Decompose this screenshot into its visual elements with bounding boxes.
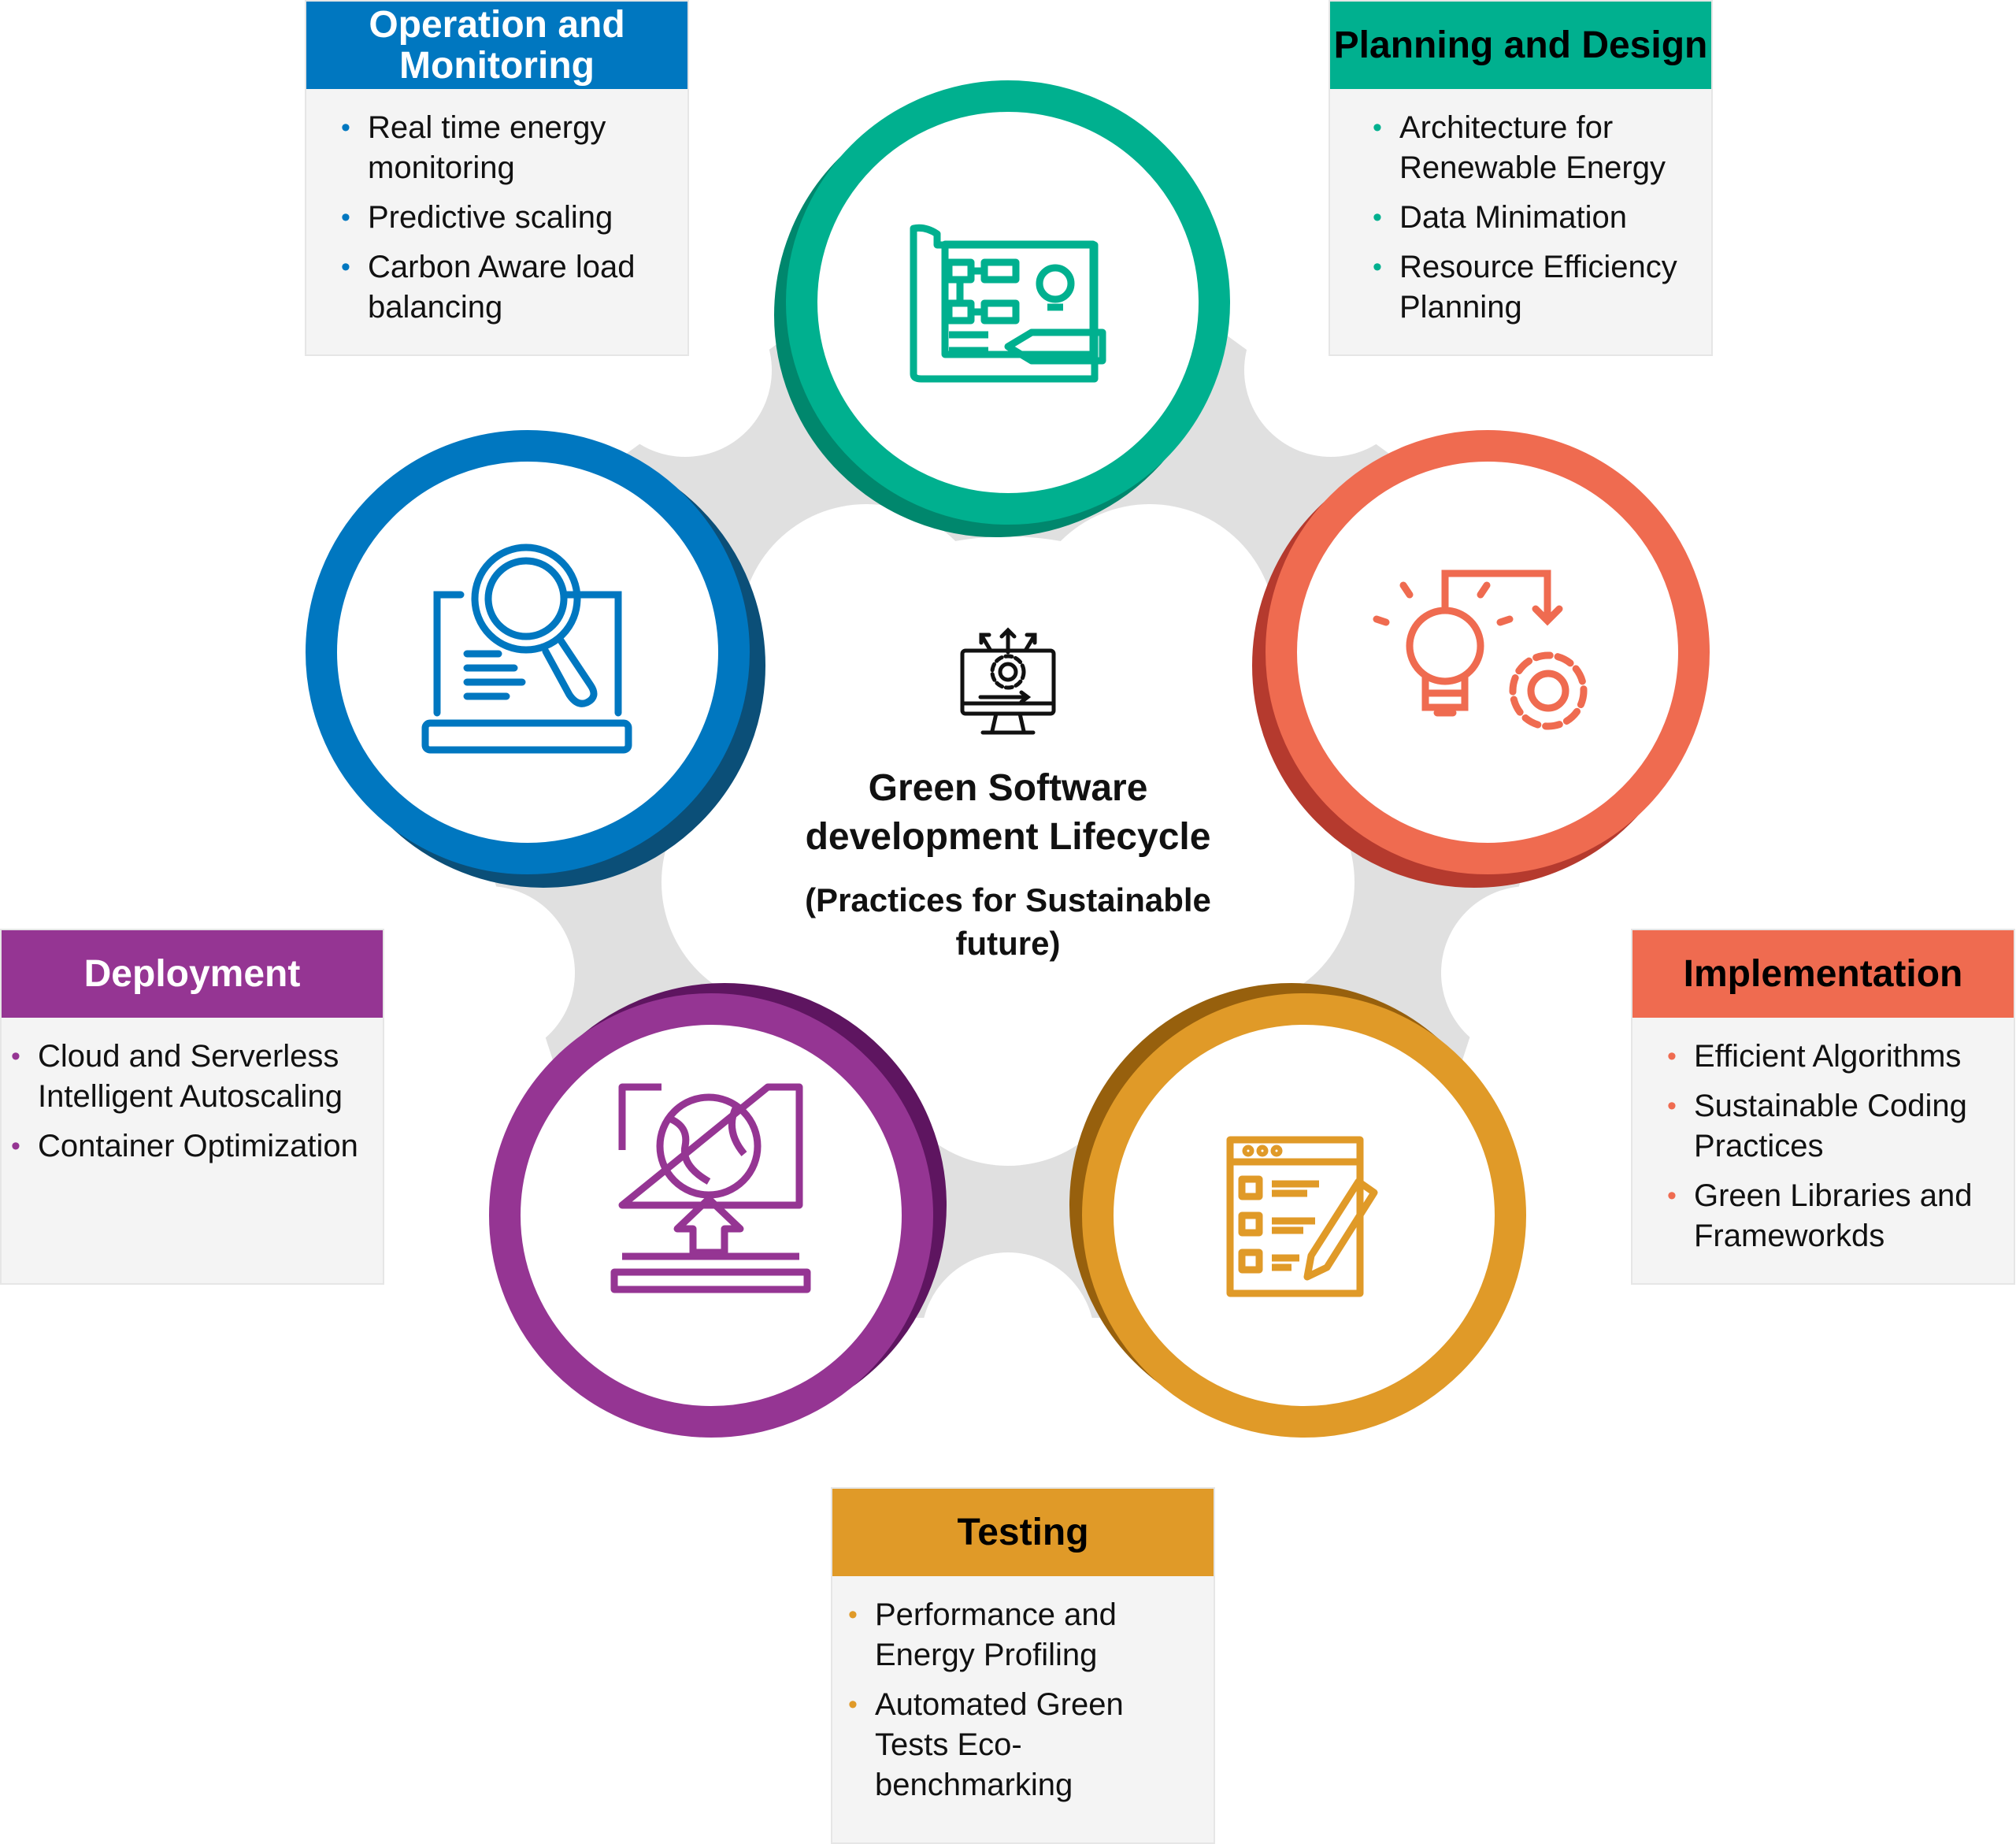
checklist-pencil-icon	[1226, 1136, 1378, 1297]
stage-card-deployment: Deployment •Cloud and Serverless Intelli…	[0, 929, 384, 1285]
bulb-gear-icon	[1373, 570, 1588, 730]
ring-deployment	[489, 983, 947, 1438]
monitor-gear-arrows-icon	[960, 627, 1056, 735]
center-title: Green Software development Lifecycle	[772, 764, 1244, 862]
list-item: •Predictive scaling	[341, 200, 613, 235]
stage-card-implementation: Implementation •Efficient Algorithms •Su…	[1631, 929, 2015, 1285]
stage-title-deployment: Deployment	[2, 930, 383, 1018]
list-item: •Data Minimation	[1373, 200, 1628, 235]
center-blob	[662, 504, 1354, 1166]
ring-testing	[1069, 983, 1526, 1438]
list-item: •Performance and Energy Profiling	[848, 1597, 1117, 1672]
list-item: •Cloud and Serverless Intelligent Autosc…	[11, 1039, 343, 1114]
stage-title-operation: Operation and Monitoring	[306, 2, 687, 89]
list-item: •Carbon Aware load balancing	[341, 250, 636, 325]
stage-card-testing: Testing •Performance and Energy Profilin…	[831, 1487, 1215, 1844]
stage-card-operation: Operation and Monitoring •Real time ener…	[305, 0, 689, 356]
ring-operation	[306, 430, 765, 888]
list-item: •Resource Efficiency Planning	[1373, 250, 1677, 325]
stage-title-implementation: Implementation	[1632, 930, 2014, 1018]
stage-list-deployment: •Cloud and Serverless Intelligent Autosc…	[2, 1018, 383, 1192]
list-item: •Architecture for Renewable Energy	[1373, 110, 1666, 185]
laptop-globe-upload-icon	[610, 1083, 811, 1293]
list-item: •Container Optimization	[11, 1129, 358, 1163]
blueprint-icon	[910, 224, 1106, 383]
center-title-line1: Green Software	[868, 767, 1148, 809]
stage-list-testing: •Performance and Energy Profiling •Autom…	[832, 1576, 1214, 1831]
list-item: •Automated Green Tests Eco-benchmarking	[848, 1687, 1124, 1802]
list-item: •Efficient Algorithms	[1667, 1039, 1962, 1074]
ring-planning	[774, 80, 1230, 537]
center-subtitle-line1: (Practices for Sustainable	[805, 881, 1211, 918]
stage-title-planning: Planning and Design	[1330, 2, 1711, 89]
center-title-line2: development Lifecycle	[805, 816, 1211, 858]
list-item: •Sustainable Coding Practices	[1667, 1089, 1967, 1163]
center-subtitle: (Practices for Sustainable future)	[772, 878, 1244, 965]
stage-list-implementation: •Efficient Algorithms •Sustainable Codin…	[1632, 1018, 2014, 1282]
stage-list-operation: •Real time energy monitoring •Predictive…	[306, 89, 687, 353]
laptop-magnifier-icon	[421, 544, 632, 754]
stage-title-testing: Testing	[832, 1489, 1214, 1576]
list-item: •Real time energy monitoring	[341, 110, 606, 185]
stage-list-planning: •Architecture for Renewable Energy •Data…	[1330, 89, 1711, 353]
list-item: •Green Libraries and Frameworkds	[1667, 1178, 1973, 1253]
center-subtitle-line2: future)	[955, 925, 1061, 962]
ring-implementation	[1252, 430, 1710, 888]
stage-card-planning: Planning and Design •Architecture for Re…	[1329, 0, 1713, 356]
